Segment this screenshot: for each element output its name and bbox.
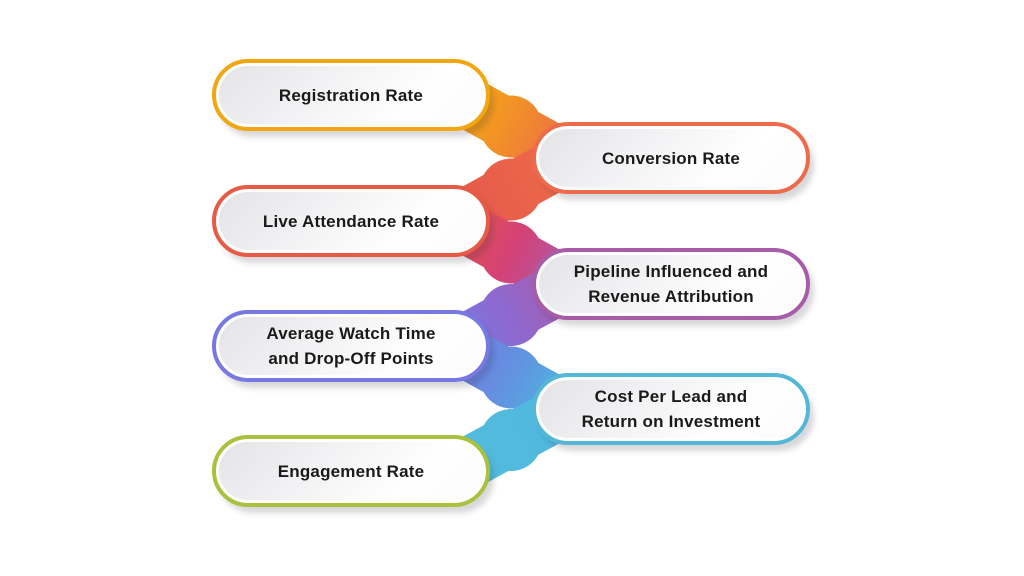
pill-pipeline-revenue-attribution-label-line2: Revenue Attribution: [588, 287, 754, 306]
pill-conversion-rate: Conversion Rate: [532, 122, 810, 194]
pill-cost-per-lead-roi-label-line1: Cost Per Lead and: [594, 387, 748, 406]
pill-engagement-rate-label: Engagement Rate: [277, 461, 425, 481]
pill-registration-rate-label: Registration Rate: [278, 85, 424, 105]
pill-conversion-rate-label: Conversion Rate: [601, 148, 741, 168]
pill-average-watch-time-label-line2: and Drop-Off Points: [268, 349, 434, 368]
pill-cost-per-lead-roi: Cost Per Lead and Return on Investment: [532, 373, 810, 445]
pill-average-watch-time: Average Watch Time and Drop-Off Points: [212, 310, 490, 382]
pill-engagement-rate: Engagement Rate: [212, 435, 490, 507]
pill-average-watch-time-label-line1: Average Watch Time: [266, 324, 436, 343]
pill-pipeline-revenue-attribution-label-line1: Pipeline Influenced and: [573, 262, 769, 281]
pill-cost-per-lead-roi-label-line2: Return on Investment: [581, 412, 761, 431]
pill-live-attendance-rate: Live Attendance Rate: [212, 185, 490, 257]
pill-live-attendance-rate-label: Live Attendance Rate: [262, 211, 440, 231]
pill-pipeline-revenue-attribution: Pipeline Influenced and Revenue Attribut…: [532, 248, 810, 320]
pill-registration-rate: Registration Rate: [212, 59, 490, 131]
